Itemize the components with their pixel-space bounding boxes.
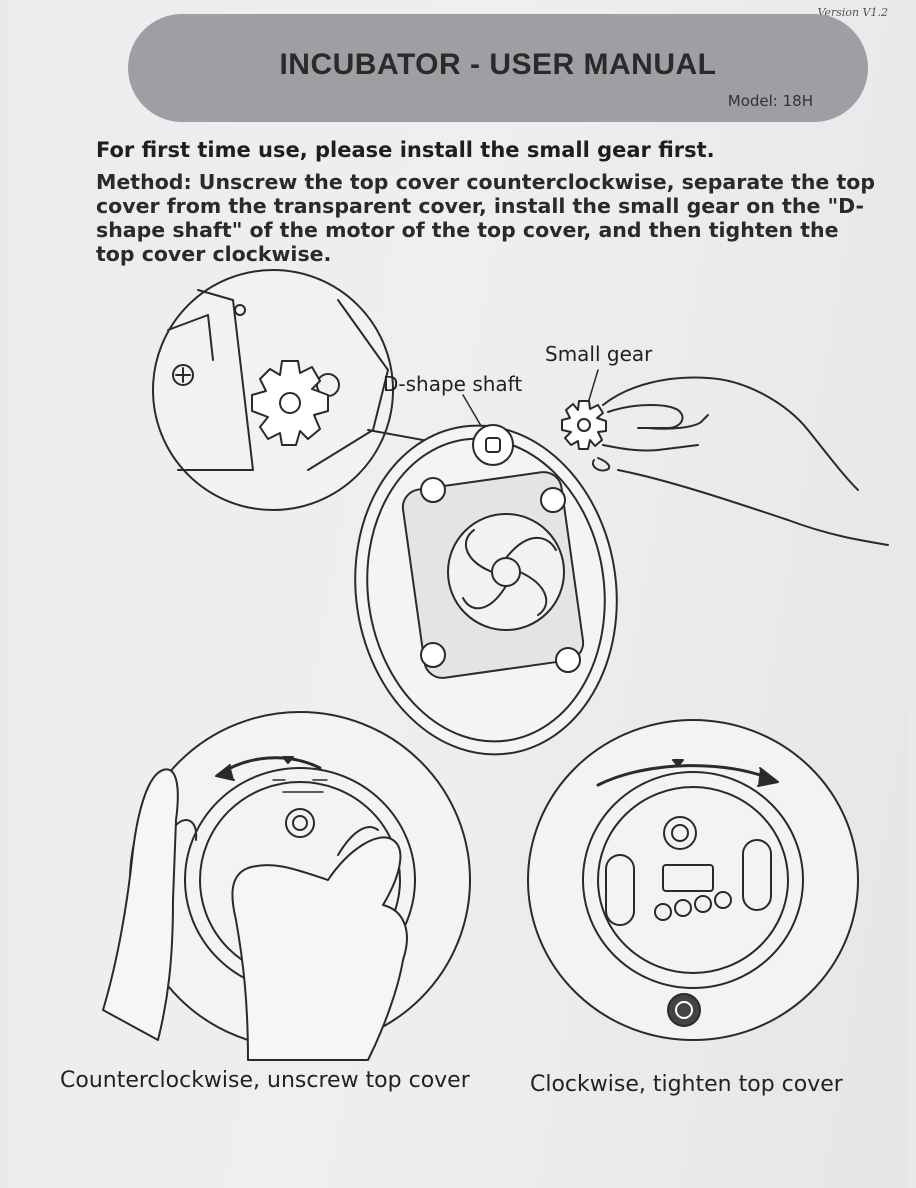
manual-page: Version V1.2 INCUBATOR - USER MANUAL Mod… [8,0,908,1188]
d-shaft-label: D-shape shaft [383,372,523,396]
hand-holding-gear-icon [592,376,889,546]
shaft-detail-zoom-icon [152,269,394,511]
small-gear-label: Small gear [545,342,653,366]
method-label: Method: [96,170,192,194]
caption-counterclockwise: Counterclockwise, unscrew top cover [60,1068,470,1093]
gear-installation-illustration [102,269,889,1061]
title-banner: INCUBATOR - USER MANUAL Model: 18H [128,14,868,122]
top-cover-icon [354,424,618,756]
clockwise-tighten-icon [527,719,859,1041]
method-text: Unscrew the top cover counterclockwise, … [96,170,876,266]
hands-turning-left-icon [102,768,408,1061]
method-paragraph: Method: Unscrew the top cover counterclo… [96,170,876,266]
small-gear-icon [561,400,607,450]
model-label: Model: 18H [727,92,813,110]
caption-clockwise: Clockwise, tighten top cover [530,1072,843,1097]
page-title: INCUBATOR - USER MANUAL [279,48,717,81]
intro-heading: For first time use, please install the s… [96,138,715,162]
version-label: Version V1.2 [817,6,888,19]
